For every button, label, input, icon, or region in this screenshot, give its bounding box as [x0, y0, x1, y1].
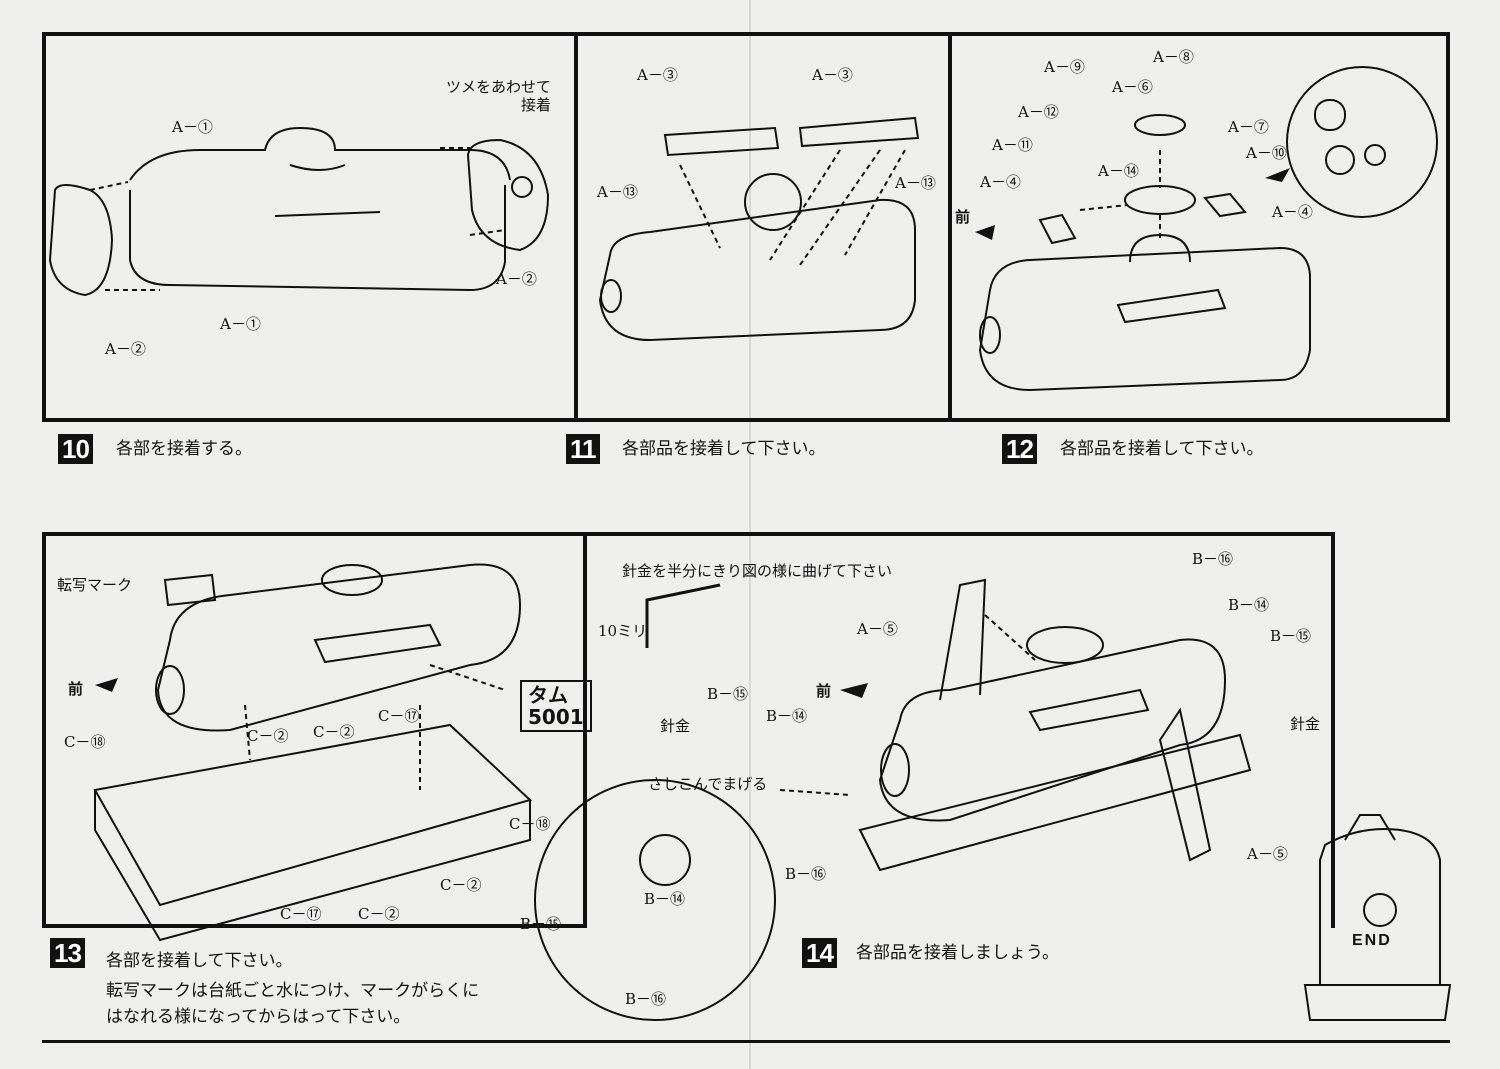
- label-a3-left: A－③: [637, 66, 678, 84]
- label-end: END: [1352, 932, 1392, 949]
- label-c2-d: C－②: [358, 905, 400, 923]
- step-13-caption-3: はなれる様になってからはって下さい。: [106, 1007, 411, 1027]
- step13-tank: [156, 563, 522, 732]
- step-11-number: 11: [566, 434, 600, 464]
- label-insert-bend: さしこんでまげる: [648, 775, 768, 793]
- step-13-caption: 各部を接着して下さい。: [106, 951, 293, 971]
- label-a10: A－⑩: [1246, 144, 1287, 162]
- label-a7: A－⑦: [1228, 118, 1269, 136]
- step-10-number: 10: [58, 434, 93, 464]
- step12-detail-inset: [1286, 66, 1438, 218]
- label-a11: A－⑪: [992, 136, 1033, 154]
- end-locomotive: [1319, 828, 1441, 986]
- label-a14: A－⑭: [1098, 162, 1139, 180]
- label-a8: A－⑧: [1153, 48, 1194, 66]
- label-b14-a: B－⑭: [766, 707, 808, 725]
- step11-walkway-right: [798, 116, 920, 148]
- label-a2-left: A－②: [105, 340, 146, 358]
- label-number-plate: タム 5001: [520, 680, 592, 732]
- bottom-rule: [42, 1040, 1450, 1043]
- label-b16-top: B－⑯: [1192, 550, 1234, 568]
- label-wire-b: 針金: [1290, 715, 1321, 733]
- label-a3-right: A－③: [812, 66, 853, 84]
- step-10-caption: 各部を接着する。: [116, 439, 252, 459]
- label-a4-right: A－④: [1272, 203, 1313, 221]
- label-a12: A－⑫: [1018, 103, 1059, 121]
- label-b15-a: B－⑮: [707, 685, 749, 703]
- label-c17-a: C－⑰: [378, 707, 420, 725]
- label-a2-right: A－②: [496, 270, 537, 288]
- label-b14-top: B－⑭: [1228, 596, 1270, 614]
- label-wire-note: 針金を半分にきり図の様に曲げて下さい: [622, 562, 893, 580]
- label-a5-top: A－⑤: [857, 620, 898, 638]
- step10-right-cap: [466, 138, 550, 252]
- step-11-caption: 各部品を接着して下さい。: [622, 439, 826, 459]
- label-wire-a: 針金: [660, 717, 691, 735]
- step12-dome: [1124, 185, 1196, 215]
- label-a1-top: A－①: [172, 118, 213, 136]
- step-13-number: 13: [50, 938, 85, 968]
- step14-ladder-right: [1158, 707, 1212, 862]
- label-front-14: 前: [816, 682, 832, 700]
- label-front-13: 前: [68, 680, 84, 698]
- label-a4-left: A－④: [980, 173, 1021, 191]
- label-b15-top: B－⑮: [1270, 627, 1312, 645]
- label-10mm: 10ミリ: [598, 622, 648, 640]
- step14-tank: [878, 638, 1227, 822]
- label-b16-b: B－⑯: [625, 990, 667, 1008]
- label-c18-left: C－⑱: [64, 733, 106, 751]
- step-12-caption: 各部品を接着して下さい。: [1060, 439, 1264, 459]
- step11-walkway-left: [663, 126, 780, 157]
- step-14-caption: 各部品を接着しましょう。: [856, 943, 1059, 963]
- label-b15-b: B－⑮: [520, 915, 562, 933]
- label-a9: A－⑨: [1044, 58, 1085, 76]
- label-front-12: 前: [955, 208, 971, 226]
- step14-ladder-left: [939, 578, 987, 701]
- step-12-number: 12: [1002, 434, 1037, 464]
- label-b16-a: B－⑯: [785, 865, 827, 883]
- step14-underframe: [858, 733, 1252, 872]
- label-c2-a: C－②: [247, 727, 289, 745]
- label-a13-right: A－⑬: [895, 174, 936, 192]
- step10-tank-lower: [129, 185, 506, 292]
- label-c17-b: C－⑰: [280, 905, 322, 923]
- step10-tank-upper: [129, 126, 511, 181]
- label-claw-note: ツメをあわせて 接着: [446, 78, 552, 114]
- label-decal: 転写マーク: [57, 576, 133, 594]
- step14-detail-inset: [534, 779, 776, 1021]
- step-12-panel: [948, 32, 1450, 422]
- label-c2-b: C－②: [313, 723, 355, 741]
- label-a1-bottom: A－①: [220, 315, 261, 333]
- step12-tank: [978, 246, 1311, 392]
- label-c18-right: C－⑱: [509, 815, 551, 833]
- step11-tank: [598, 198, 916, 342]
- label-a5-bottom: A－⑤: [1247, 845, 1288, 863]
- label-a6: A－⑥: [1112, 78, 1153, 96]
- label-a13-left: A－⑬: [597, 183, 638, 201]
- label-c2-c: C－②: [440, 876, 482, 894]
- step10-left-cap: [48, 184, 114, 297]
- step-14-number: 14: [802, 938, 837, 968]
- label-b14-b: B－⑭: [644, 890, 686, 908]
- step-13-caption-2: 転写マークは台紙ごと水につけ、マークがらくに: [106, 981, 480, 1001]
